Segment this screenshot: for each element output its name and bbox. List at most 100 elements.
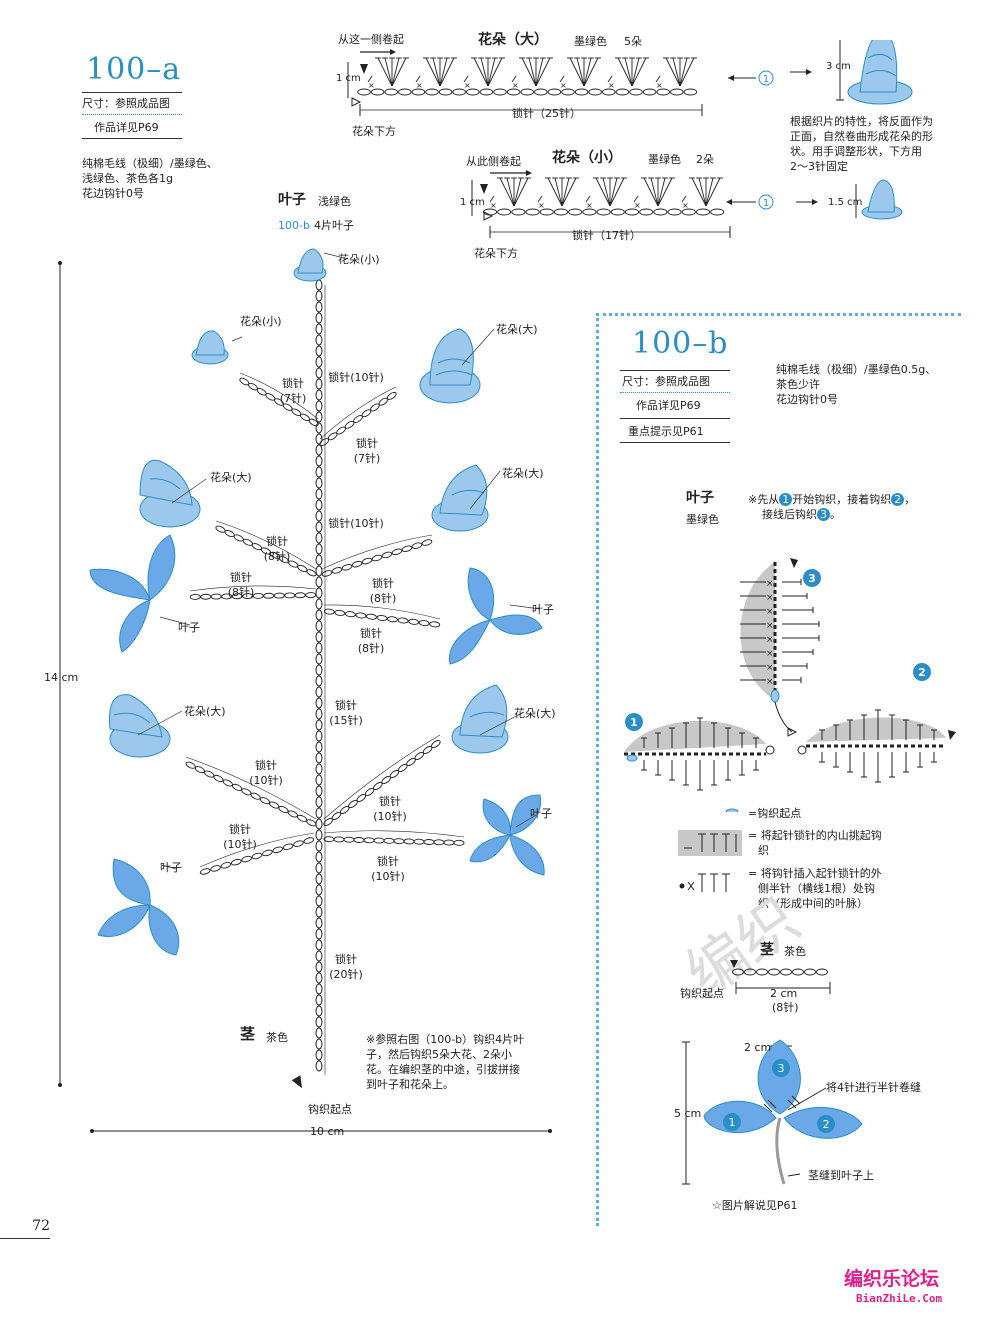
stem-chain-stitch (315, 840, 323, 852)
big-flower-shape (431, 464, 489, 532)
branch-chain-stitch (287, 810, 298, 818)
stem-chain-2: 锁针(10针) (328, 517, 384, 530)
flower-charts: ××××××× 1 ××××× 1 (347, 40, 913, 238)
branch-chain-stitch (373, 837, 385, 844)
chain-stitch (804, 968, 816, 976)
branch-chain-stitch (242, 538, 253, 546)
branch-chain-stitch (242, 593, 254, 600)
stem-chain-stitch (315, 741, 323, 753)
sc-mark: × (766, 579, 774, 589)
tall-stitch (547, 177, 563, 207)
label-leaf-4: 叶子 (160, 861, 182, 874)
divider (620, 392, 730, 393)
branch-chain-stitch (323, 608, 335, 615)
chain-stitch (398, 88, 412, 96)
branch-chain-stitch (401, 545, 413, 552)
stem-chain-stitch (315, 994, 323, 1006)
small-flower-chart: ××××× 1 (471, 170, 903, 238)
branch-chain-10b: 锁针(10针) (373, 795, 407, 823)
chain-stitch (744, 968, 756, 976)
stem-chain-stitch (315, 543, 323, 555)
branch-chain-7a: 锁针(7针) (279, 377, 307, 405)
branch-chain-stitch (334, 609, 346, 616)
tall-stitch (499, 177, 515, 207)
stem-chain-stitch (315, 334, 323, 346)
slip-return-arrow (321, 534, 433, 570)
sc-mark: × (368, 81, 375, 90)
chain-stitch (525, 208, 540, 216)
branch-chain-stitch (376, 614, 388, 622)
chain-stitch (547, 88, 562, 96)
stem-chain-stitch (315, 719, 323, 731)
branch-chain-stitch (189, 593, 201, 600)
tall-stitch (561, 177, 577, 207)
tall-stitch (569, 57, 585, 87)
stem-chain-stitch (315, 444, 323, 456)
tall-stitch (432, 57, 441, 87)
branch-chain-stitch (353, 837, 365, 843)
stem-chain-stitch (315, 818, 323, 830)
chain-stitch (534, 88, 548, 96)
forum-url[interactable]: BianZhiLe.Com (856, 1292, 943, 1305)
stem-chain-stitch (315, 686, 323, 698)
stem-chain-stitch (315, 1049, 323, 1061)
stem-chain-stitch (315, 631, 323, 643)
branch-chain-stitch (421, 539, 433, 546)
sc-mark: × (464, 81, 471, 90)
tall-stitch (657, 177, 673, 207)
tall-stitch (439, 57, 455, 87)
stem-chain-stitch (315, 664, 323, 676)
branch-chain-stitch (393, 838, 405, 845)
chain-stitch (610, 208, 625, 216)
tall-stitch (535, 57, 544, 87)
big-flower-shape (108, 694, 171, 758)
sc-mark: × (512, 81, 519, 90)
branch-chain-stitch (323, 836, 335, 843)
chain-stitch (357, 88, 371, 96)
label-big-flower-4: 花朵(大) (184, 705, 226, 718)
branch-chain-stitch (343, 836, 355, 843)
chain-stitch (539, 208, 554, 216)
tall-stitch (624, 57, 633, 87)
svg-text:2: 2 (918, 666, 926, 679)
legend-icons (678, 830, 742, 892)
branch-chain-stitch (397, 617, 409, 624)
branch-chain-stitch (363, 837, 375, 844)
tall-stitch (705, 177, 714, 207)
stem-chain-stitch (315, 301, 323, 313)
label-small-flower-top: 花朵(小) (338, 253, 380, 266)
stem-chain-stitch (315, 378, 323, 390)
chain-stitch (506, 88, 521, 96)
tall-stitch (602, 177, 611, 207)
branch-chain-stitch (284, 592, 296, 599)
tall-stitch (698, 177, 707, 207)
tall-stitch (679, 57, 695, 87)
start-triangle (360, 64, 368, 74)
chain-stitch (588, 88, 602, 96)
stem-chain-stitch (315, 807, 323, 819)
stem-chain-stitch (315, 609, 323, 621)
branch-chain-stitch (294, 592, 306, 599)
sc-mark: × (490, 201, 497, 210)
branch-chain-stitch (333, 836, 345, 843)
page-number: 72 (32, 1218, 50, 1234)
leaf-color: 浅绿色 (318, 195, 351, 208)
assembled-leaf: 3 1 2 (682, 1039, 863, 1185)
stem-chain-stitch (315, 521, 323, 533)
slip-stitch (463, 75, 469, 83)
branch-chain-stitch (361, 557, 373, 565)
branch-chain-stitch (250, 792, 261, 800)
branch-chain-stitch (278, 805, 289, 814)
chain-stitch (568, 208, 583, 216)
part-b-detail-ref: 作品详见P69 (636, 399, 701, 412)
chain-stitch (574, 88, 589, 96)
branch-chain-stitch (221, 593, 233, 600)
sc-mark: × (766, 677, 774, 687)
stem-chain-stitch (315, 675, 323, 687)
part-a-size: 尺寸：参照成品图 (82, 97, 170, 110)
part-a-materials: 纯棉毛线（极细）/墨绿色、 浅绿色、茶色各1g 花边钩针0号 (82, 157, 218, 200)
branch-chain-stitch (185, 761, 196, 769)
stem-color: 茶色 (266, 1031, 288, 1044)
big-flower-shape (419, 328, 481, 404)
